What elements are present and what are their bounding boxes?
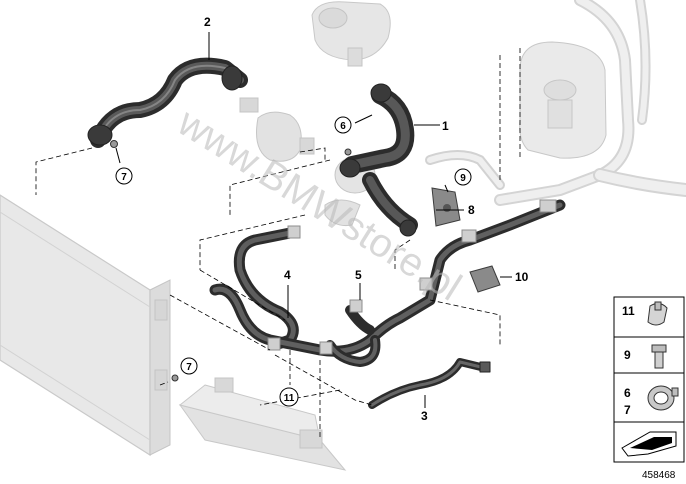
circled-callout-11-label: 11	[284, 393, 295, 404]
callout-1: 1	[442, 119, 449, 133]
callout-8: 8	[468, 203, 475, 217]
circled-callout-7-top-label: 7	[121, 172, 127, 183]
hose-2	[87, 57, 248, 148]
circled-callout-9: 9	[454, 168, 472, 186]
legend-num-7: 7	[624, 403, 631, 417]
circled-callout-6: 6	[334, 116, 352, 134]
hose-5	[209, 199, 566, 367]
hose-1	[339, 83, 418, 237]
screw-icon	[651, 344, 667, 369]
radiator	[0, 194, 171, 457]
legend-num-11: 11	[622, 304, 635, 318]
lower-tank	[178, 377, 347, 471]
holder-10	[469, 265, 501, 293]
reference-number: 458468	[642, 470, 676, 481]
legend-num-9: 9	[624, 348, 631, 362]
clamp-parts	[110, 140, 352, 382]
hose-clamp-icon	[647, 385, 679, 411]
hose-clip-icon	[647, 301, 668, 326]
callout-leaders	[115, 32, 512, 408]
callout-10: 10	[515, 270, 529, 284]
bracket-8	[431, 187, 461, 227]
dashed-leader-lines	[35, 48, 521, 440]
expansion-tank	[519, 41, 607, 159]
circled-callout-11: 11	[279, 387, 299, 407]
hose-4	[233, 226, 301, 351]
circled-callout-6-label: 6	[340, 121, 346, 132]
circled-callout-7-bottom: 7	[180, 357, 198, 375]
parts-legend: 11 9 6 7	[613, 296, 685, 463]
hose-connectors	[267, 199, 557, 355]
callout-4: 4	[284, 268, 291, 282]
callout-2: 2	[204, 15, 211, 29]
upper-right-pipes	[494, 0, 686, 206]
callout-3: 3	[421, 409, 428, 423]
legend-num-6: 6	[624, 386, 631, 400]
top-reservoir	[311, 1, 391, 67]
thermostat-housing	[239, 97, 315, 162]
mid-grey-pipe	[425, 150, 505, 190]
callout-5: 5	[355, 268, 362, 282]
arrow-key-icon	[621, 431, 677, 457]
circled-callout-7-bottom-label: 7	[186, 362, 192, 373]
circled-callout-9-label: 9	[460, 173, 466, 184]
hose-3	[368, 358, 491, 409]
circled-callout-7-top: 7	[115, 167, 133, 185]
